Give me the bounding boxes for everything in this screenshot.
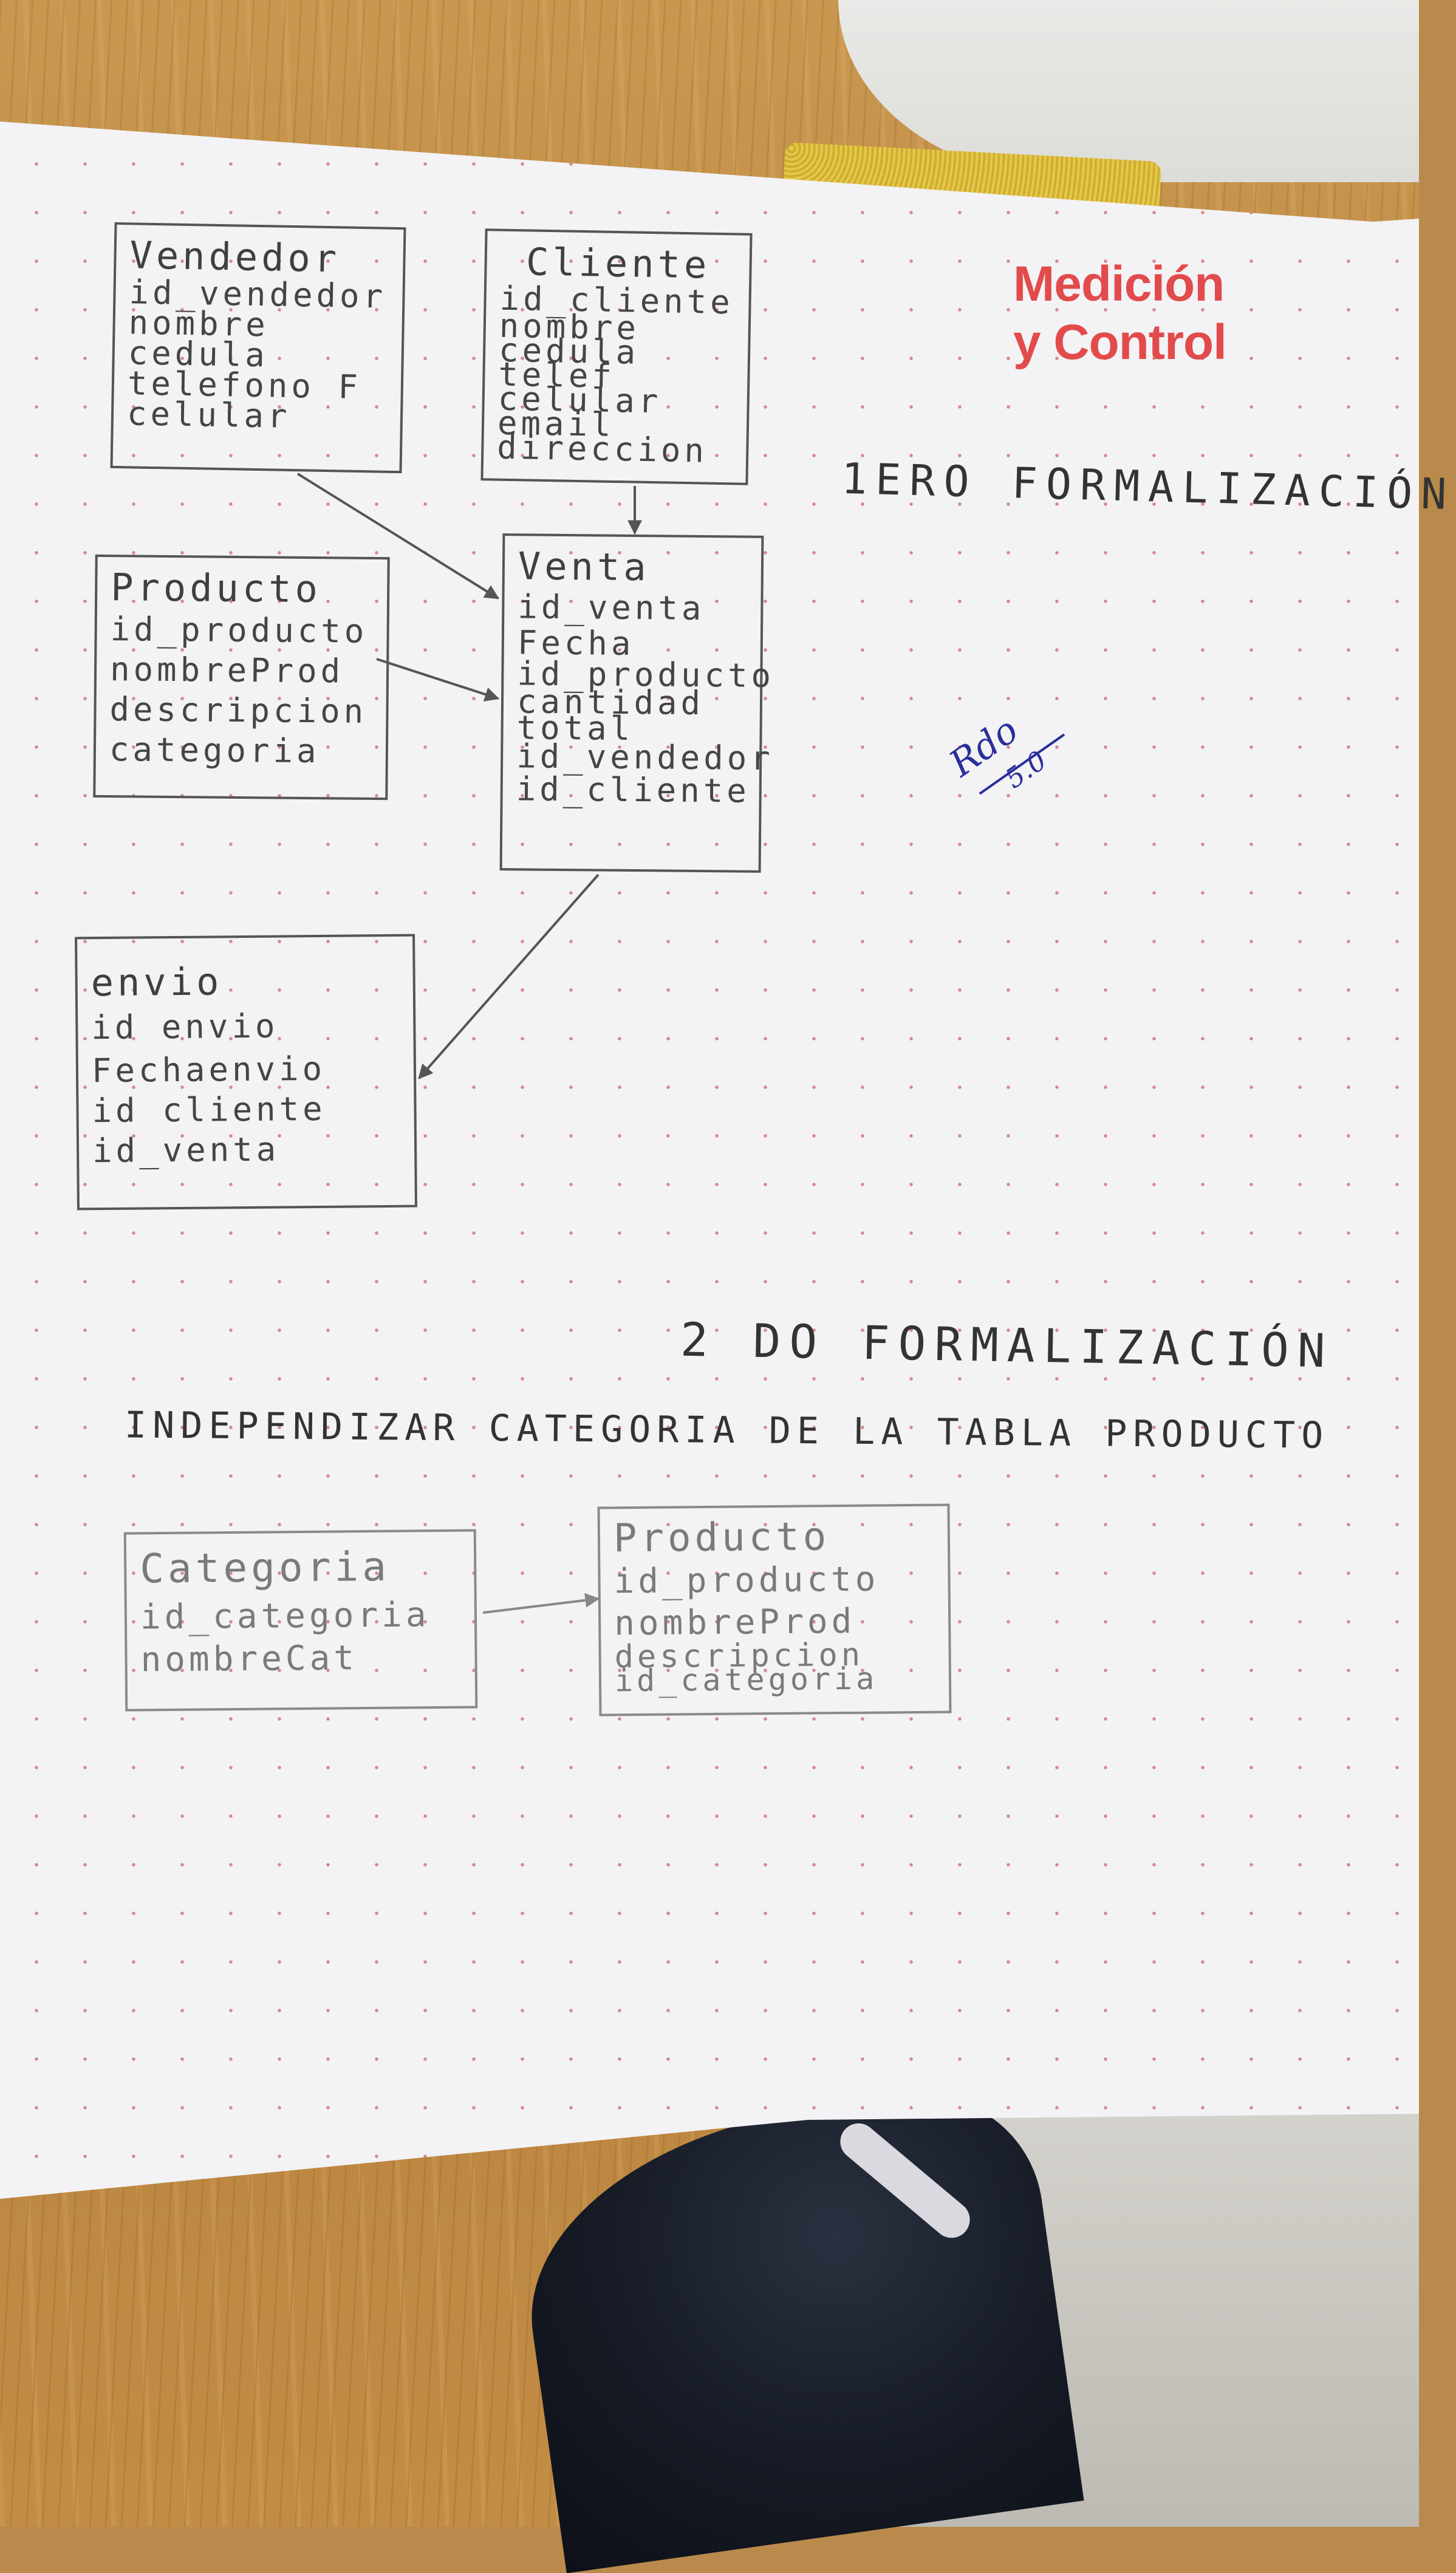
entity-title: Producto (613, 1514, 830, 1562)
entity-title: Producto (110, 565, 322, 612)
brand-line-1: Medición (1013, 256, 1225, 312)
entity-field: id cliente (92, 1089, 326, 1130)
entity-field: id_producto (110, 610, 368, 651)
entity-field: id envio (91, 1006, 279, 1047)
entity-field: id_producto (614, 1559, 880, 1602)
entity-field: descripcion (109, 690, 367, 731)
dotted-paper-sheet (0, 121, 1419, 2199)
entity-envio: envio id envio Fechaenvio id cliente id_… (75, 934, 417, 1211)
entity-producto: Producto id_producto nombreProd descripc… (93, 554, 390, 801)
brand-line-2: y Control (1013, 315, 1227, 370)
brand-logo: Medición y Control (1013, 255, 1293, 372)
entity-field: id_categoria (140, 1595, 430, 1638)
entity-vendedor: Vendedor id_vendedor nombre cedula telef… (110, 222, 406, 474)
entity-field: id_cliente (516, 770, 751, 810)
entity-cliente: Cliente id_cliente nombre cedula telef c… (480, 228, 753, 485)
entity-field: Fechaenvio (91, 1049, 326, 1090)
entity-title: Categoria (139, 1543, 391, 1593)
entity-producto-normalized: Producto id_producto nombreProd descripc… (597, 1503, 952, 1717)
entity-field: nombreCat (140, 1638, 358, 1680)
entity-field: id_venta (92, 1130, 280, 1170)
entity-field: id_venta (518, 587, 705, 628)
entity-field: nombreProd (109, 650, 344, 691)
entity-field: id_categoria (614, 1661, 878, 1699)
entity-title: envio (91, 959, 223, 1005)
entity-categoria: Categoria id_categoria nombreCat (123, 1529, 478, 1712)
entity-title: Venta (518, 544, 650, 590)
note-second-normalization: 2 DO FORMALIZACIÓN (680, 1312, 1335, 1378)
entity-field: direccion (496, 428, 708, 470)
entity-venta: Venta id_venta Fecha id_producto cantida… (499, 533, 774, 873)
entity-field: categoria (109, 730, 320, 771)
